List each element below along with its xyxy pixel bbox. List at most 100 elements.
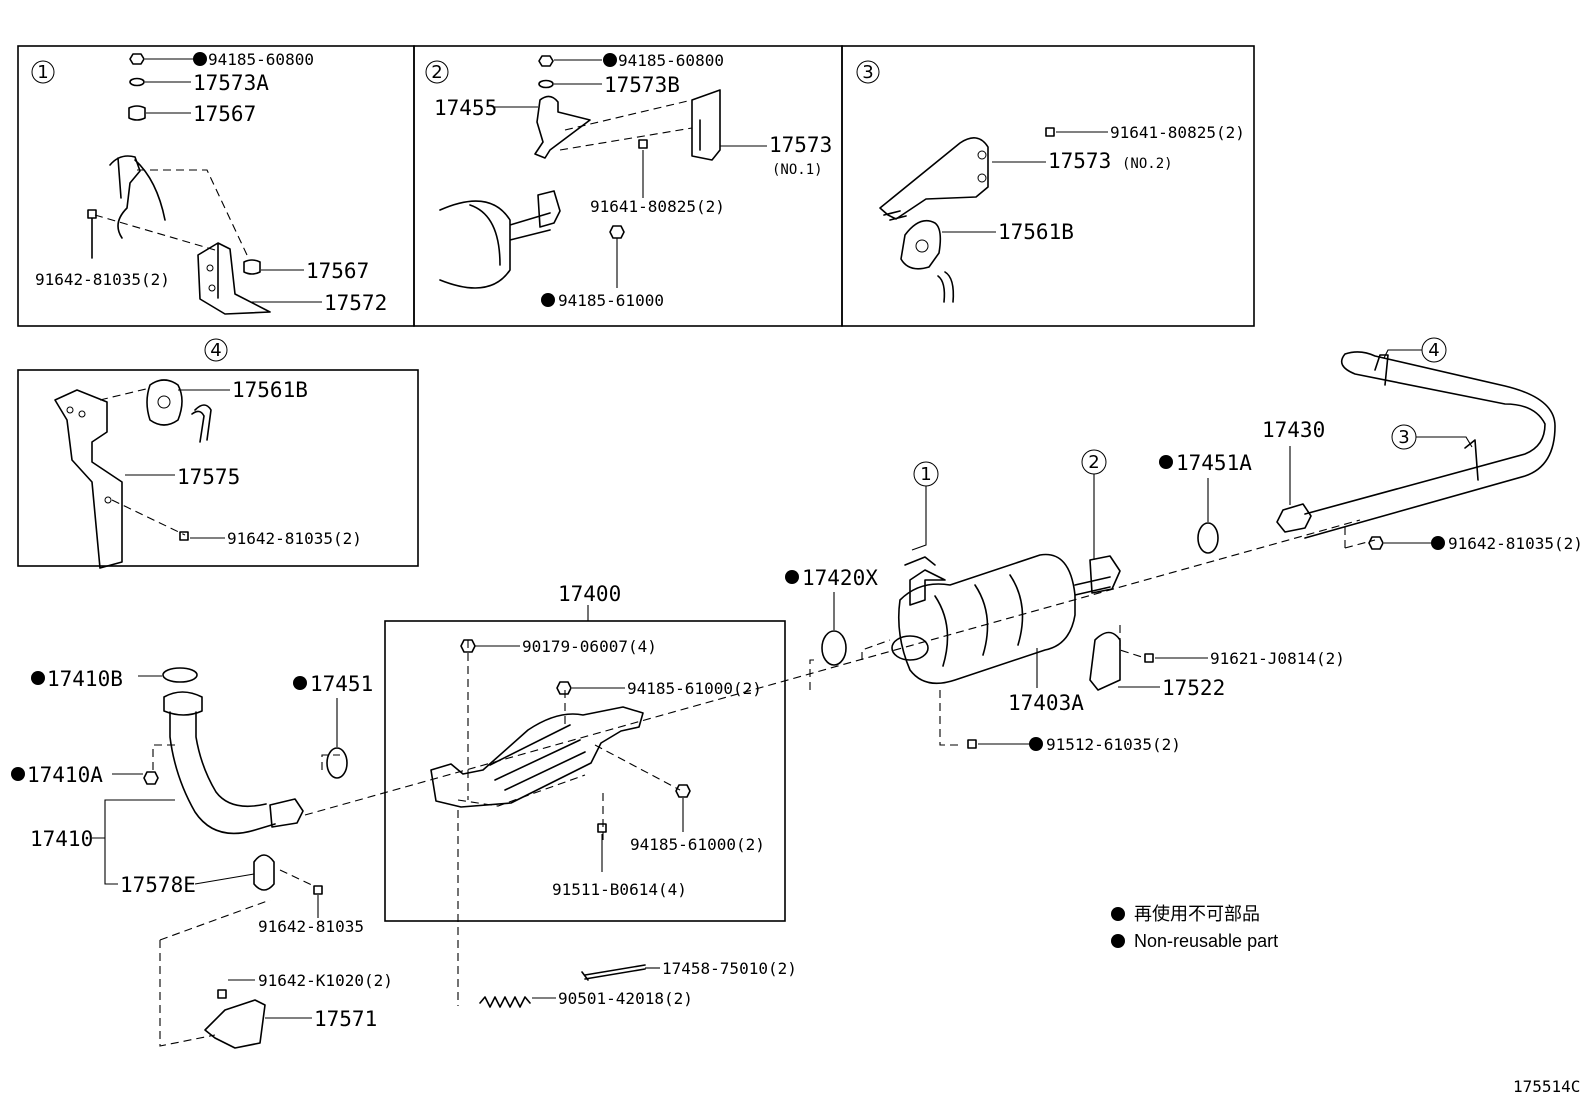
leader-line xyxy=(92,799,175,885)
bracket-hole xyxy=(977,173,987,183)
converter-17400-group: 17400 90179-06007(4) 94185-61000(2) 9418… xyxy=(384,582,786,922)
part-label: 17567 xyxy=(306,259,369,283)
part-label: 91642-81035(2) xyxy=(35,270,170,289)
assembly-dashes xyxy=(457,640,681,840)
bracket-17573-no2-shape xyxy=(879,137,989,220)
legend: 再使用不可部品 Non-reusable part xyxy=(1111,904,1278,951)
bracket-hole xyxy=(104,496,112,504)
part-label-91642-81035-2: 91642-81035(2) xyxy=(1448,534,1583,553)
non-reusable-dot xyxy=(785,570,799,584)
non-reusable-dot xyxy=(1029,737,1043,751)
washer-shape xyxy=(538,79,554,89)
part-label: 94185-60800 xyxy=(208,50,314,69)
detail-box-1-number: 1 xyxy=(37,62,48,83)
legend-dot-english xyxy=(1111,934,1125,948)
part-label-17522: 17522 xyxy=(1162,676,1225,700)
gasket-17451A-shape xyxy=(1197,522,1219,554)
nut-shape xyxy=(460,639,476,653)
bracket-hole xyxy=(78,410,86,418)
pin-shape xyxy=(883,210,907,221)
nut-shape xyxy=(675,784,691,798)
part-label-94185-61000-b: 94185-61000(2) xyxy=(630,835,765,854)
callout-4: 4 xyxy=(1383,337,1447,363)
tailpipe-17430 xyxy=(1276,351,1556,550)
bracket-hole xyxy=(66,406,74,414)
assembly-dashes xyxy=(99,387,186,536)
part-label-17420X: 17420X xyxy=(802,566,878,590)
part-label: 94185-61000 xyxy=(558,291,664,310)
bracket-hole xyxy=(977,150,987,160)
nut-shape xyxy=(609,225,625,239)
part-label-17578E: 17578E xyxy=(120,873,196,897)
hanger-shape xyxy=(109,155,166,239)
leader-line xyxy=(1416,436,1473,448)
tailpipe-17430-shape xyxy=(1304,351,1556,539)
hanger-rod-shape xyxy=(937,271,955,303)
detail-box-4-number: 4 xyxy=(210,340,221,361)
muffler-hanger-shape xyxy=(904,556,946,606)
detail-box-2: 2 94185-60800 17573B 17455 17573 (NO.1) … xyxy=(413,45,843,327)
muffler-ribs-shape xyxy=(934,574,1024,667)
part-label: 17573B xyxy=(604,73,680,97)
part-label-91511: 91511-B0614(4) xyxy=(552,880,687,899)
bolt-shape xyxy=(638,139,648,149)
part-label-91642-K1020: 91642-K1020(2) xyxy=(258,971,393,990)
cushion-shape xyxy=(128,105,146,121)
non-reusable-dot xyxy=(31,671,45,685)
assembly-dashes xyxy=(939,625,1146,746)
part-label-91512: 91512-61035(2) xyxy=(1046,735,1181,754)
part-note: (NO.1) xyxy=(772,162,823,178)
part-label-91621: 91621-J0814(2) xyxy=(1210,649,1345,668)
washer-shape xyxy=(129,77,145,87)
non-reusable-dot xyxy=(1159,455,1173,469)
part-label-17403A: 17403A xyxy=(1008,691,1084,715)
part-label-91642-81035: 91642-81035 xyxy=(258,917,364,936)
pipe-flange-shape xyxy=(163,691,203,716)
part-label-17410B: 17410B xyxy=(47,667,123,691)
part-label-17451A: 17451A xyxy=(1176,451,1252,475)
tailpipe-hanger-shape xyxy=(1464,439,1479,481)
part-label: 94185-60800 xyxy=(618,51,724,70)
gasket-17410B-shape xyxy=(162,667,198,683)
non-reusable-dot xyxy=(1431,536,1445,550)
assembly-dashes xyxy=(1344,527,1376,549)
assembly-center-line xyxy=(304,519,1361,816)
non-reusable-dot xyxy=(541,293,555,307)
part-label: 17573A xyxy=(193,71,269,95)
front-pipe-17410 xyxy=(143,667,348,1049)
part-label: 17455 xyxy=(434,96,497,120)
bolt-shape xyxy=(1144,653,1154,663)
bracket-17573-no1-shape xyxy=(691,89,721,161)
bracket-17571-shape xyxy=(204,989,266,1049)
part-label: 17573 xyxy=(1048,149,1111,173)
callout-2: 2 xyxy=(1081,449,1107,560)
part-label: 17567 xyxy=(193,102,256,126)
rubber-hole xyxy=(157,395,171,409)
pipe-flange-shape xyxy=(439,200,551,289)
detail-box-2-number-circle xyxy=(425,60,449,84)
spring-90501-shape xyxy=(479,996,531,1008)
part-label-17410: 17410 xyxy=(30,827,93,851)
detail-box-3-number: 3 xyxy=(862,62,873,83)
muffler-17403A xyxy=(891,553,1154,749)
flange-bracket-shape xyxy=(537,190,561,228)
callout-1-number: 1 xyxy=(920,464,931,485)
part-label-90501: 90501-42018(2) xyxy=(558,989,693,1008)
bolt-17458-shape xyxy=(581,964,646,981)
callout-3: 3 xyxy=(1391,424,1473,450)
heat-insulator-17522-shape xyxy=(1089,631,1121,691)
assembly-dashes xyxy=(94,169,248,256)
leader-line xyxy=(194,873,255,885)
part-label: 17561B xyxy=(998,220,1074,244)
pipe-flange-shape xyxy=(269,798,304,828)
part-label-94185-61000-a: 94185-61000(2) xyxy=(627,679,762,698)
nut-shape xyxy=(1368,536,1384,550)
bracket-hole xyxy=(206,264,214,272)
part-note: (NO.2) xyxy=(1122,156,1173,172)
rubber-hanger-17561B-shape xyxy=(900,219,942,270)
nut-shape xyxy=(143,771,159,785)
callout-4-number: 4 xyxy=(1428,340,1439,361)
leader-line xyxy=(1383,349,1422,359)
assembly-dashes xyxy=(279,869,315,887)
part-label-17410A: 17410A xyxy=(27,763,103,787)
